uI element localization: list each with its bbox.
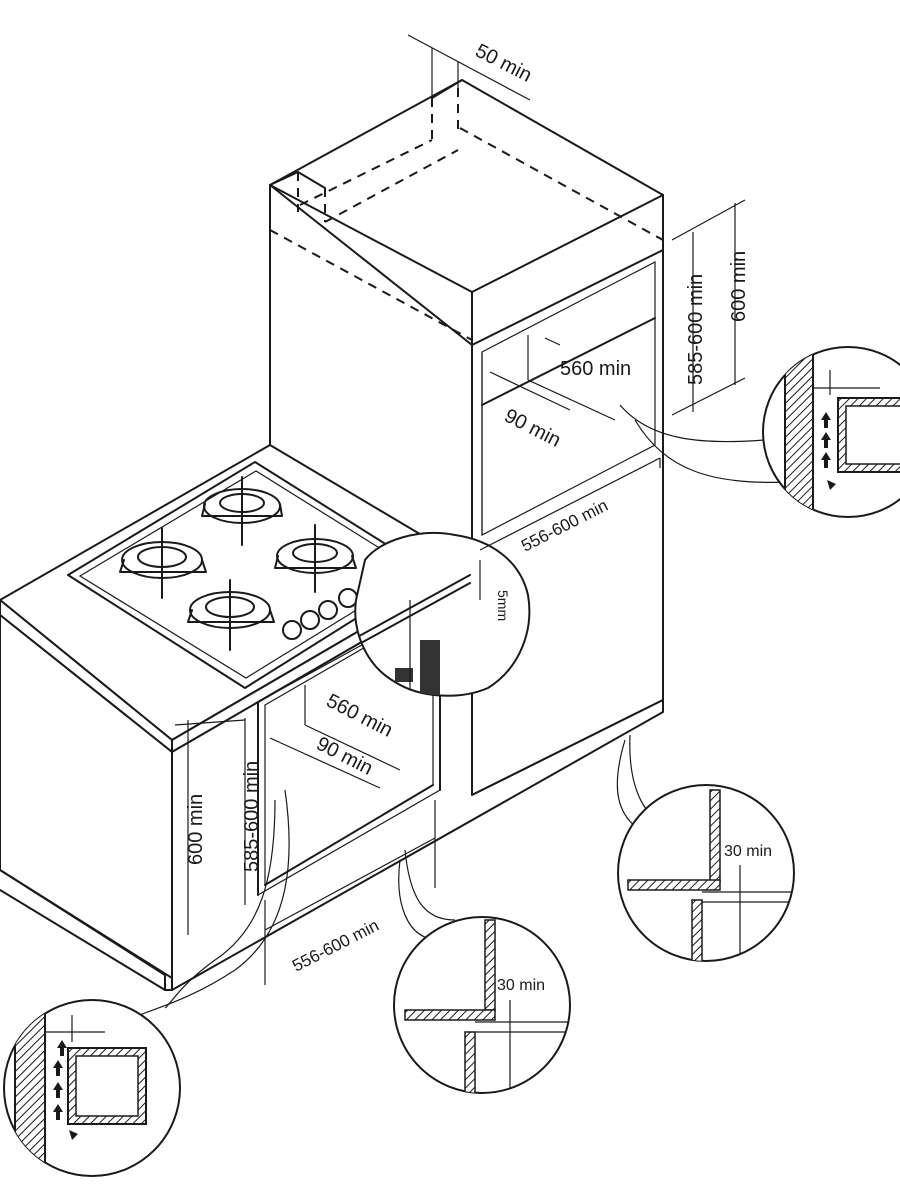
- arrow-up-icon: [821, 412, 836, 490]
- top-gap-label: 50 min: [472, 40, 535, 87]
- detail-plinth-left: 30 min: [393, 916, 571, 1094]
- detail-ventilation-right: [762, 346, 900, 518]
- dimension-lines: [139, 34, 791, 1016]
- burner-right: [274, 524, 357, 593]
- detail-plinth-right: 30 min: [617, 784, 795, 962]
- detail-ventilation-left: [3, 999, 181, 1177]
- base-width-label: 556-600 min: [289, 916, 382, 976]
- burner-left: [119, 527, 207, 599]
- burner-rear: [201, 476, 283, 546]
- hob-gap-detail: 5mm: [354, 532, 531, 697]
- plinth-gap-right-label: 30 min: [724, 843, 772, 860]
- plinth-gap-left-label: 30 min: [497, 977, 545, 994]
- burner-front: [187, 579, 275, 651]
- base-niche-height-label: 585-600 min: [241, 761, 263, 872]
- tall-niche-depth-label: 560 min: [560, 358, 631, 380]
- tall-height-label: 600 min: [728, 251, 750, 322]
- arrow-up-icon: [53, 1040, 78, 1140]
- base-height-label: 600 min: [185, 794, 207, 865]
- tall-niche-height-label: 585-600 min: [685, 274, 707, 385]
- hob-gap-label: 5mm: [495, 590, 511, 621]
